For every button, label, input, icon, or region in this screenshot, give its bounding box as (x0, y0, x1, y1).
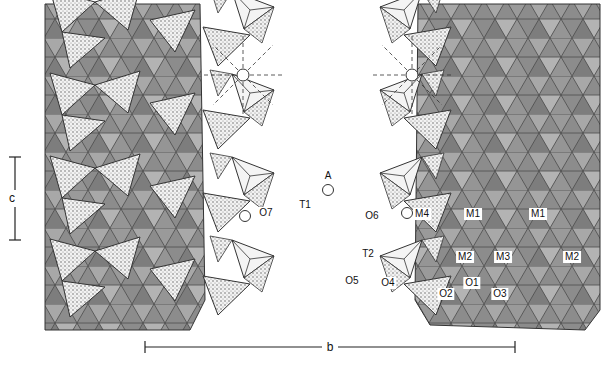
atom-label: O7 (257, 207, 274, 219)
atom-label: A (323, 170, 334, 182)
atom-label: M2 (456, 251, 474, 263)
atom-label: c (7, 191, 17, 205)
atom-label: O4 (379, 277, 396, 289)
atom-label: b (325, 340, 336, 354)
atom-label: O2 (437, 288, 454, 300)
atom-label: M2 (563, 251, 581, 263)
atom-label: M1 (529, 208, 547, 220)
atom-label: M4 (413, 208, 431, 220)
atom-label: O1 (463, 277, 480, 289)
atom-label: O5 (343, 275, 360, 287)
atom-label: T2 (360, 248, 376, 260)
atom-label: O6 (363, 210, 380, 222)
atom-label: M3 (494, 251, 512, 263)
atom-label: O3 (491, 288, 508, 300)
atom-label: M1 (464, 208, 482, 220)
atom-label: T1 (297, 199, 313, 211)
